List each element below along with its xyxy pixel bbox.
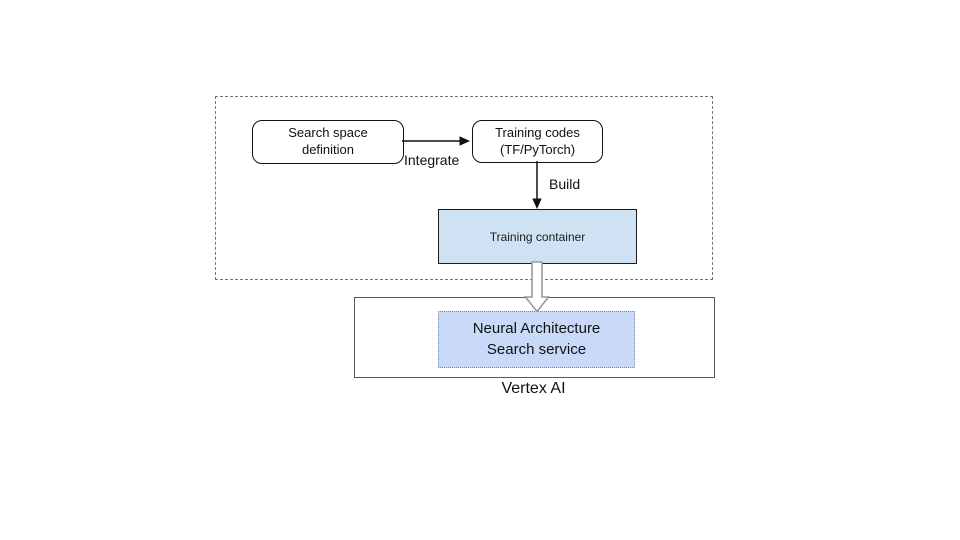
integrate-arrow-label: Integrate (404, 152, 460, 168)
nas-service-label-line2: Search service (486, 340, 587, 358)
build-arrow-label: Build (549, 176, 581, 192)
nas-service-box: Neural Architecture Search service (438, 311, 635, 368)
offline-group-container (215, 96, 713, 280)
search-space-definition-label-line2: definition (301, 142, 355, 157)
search-space-definition-box: Search space definition (252, 120, 404, 164)
training-codes-label-line1: Training codes (495, 124, 580, 140)
search-space-definition-label-line1: Search space (288, 125, 368, 141)
training-container-box: Training container (438, 209, 637, 264)
training-codes-box: Training codes (TF/PyTorch) (472, 120, 603, 163)
training-container-label: Training container (489, 229, 586, 244)
training-codes-label-line2: (TF/PyTorch) (499, 141, 576, 157)
vertex-ai-caption: Vertex AI (501, 380, 566, 397)
nas-service-label-line1: Neural Architecture (472, 320, 601, 338)
